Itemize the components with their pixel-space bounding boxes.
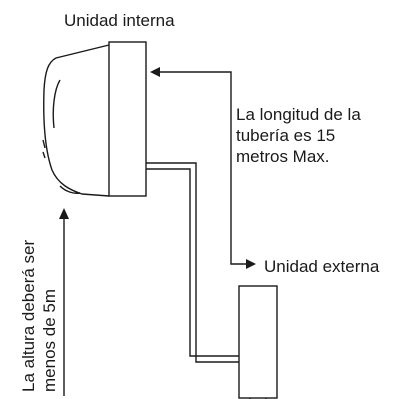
pipe-length-arrow [150,67,256,269]
height-arrow [59,208,69,396]
pipe-length-note-line-2: tubería es 15 [236,126,336,145]
outdoor-unit [238,285,278,399]
outdoor-unit-label: Unidad externa [264,257,380,276]
height-arrowhead-top [59,208,69,219]
pipe-length-arrowhead-bottom [246,259,256,269]
indoor-unit-curve-top [52,79,61,129]
pipe-length-note-line-3: metros Max. [236,147,330,166]
pipe-length-arrowhead-top [150,67,160,77]
pipe-length-arrow-line [152,71,252,265]
pipe-line-outer [146,162,239,363]
height-note: La altura deberá ser menos de 5m [18,212,60,392]
pipe-length-note: La longitud de la tubería es 15 metros M… [236,104,361,167]
indoor-unit-louver [59,185,81,194]
refrigerant-pipe [146,162,239,363]
outdoor-unit-body [238,285,278,399]
height-note-line-2: menos de 5m [40,289,59,392]
indoor-unit-front-cover [43,44,110,197]
indoor-unit-label: Unidad interna [64,11,175,30]
indoor-unit [42,41,147,197]
indoor-unit-vent-mark [42,139,46,159]
pipe-length-note-line-1: La longitud de la [236,105,361,124]
pipe-line-inner [146,168,239,357]
height-note-line-1: La altura deberá ser [19,239,38,392]
indoor-unit-body [108,41,147,197]
